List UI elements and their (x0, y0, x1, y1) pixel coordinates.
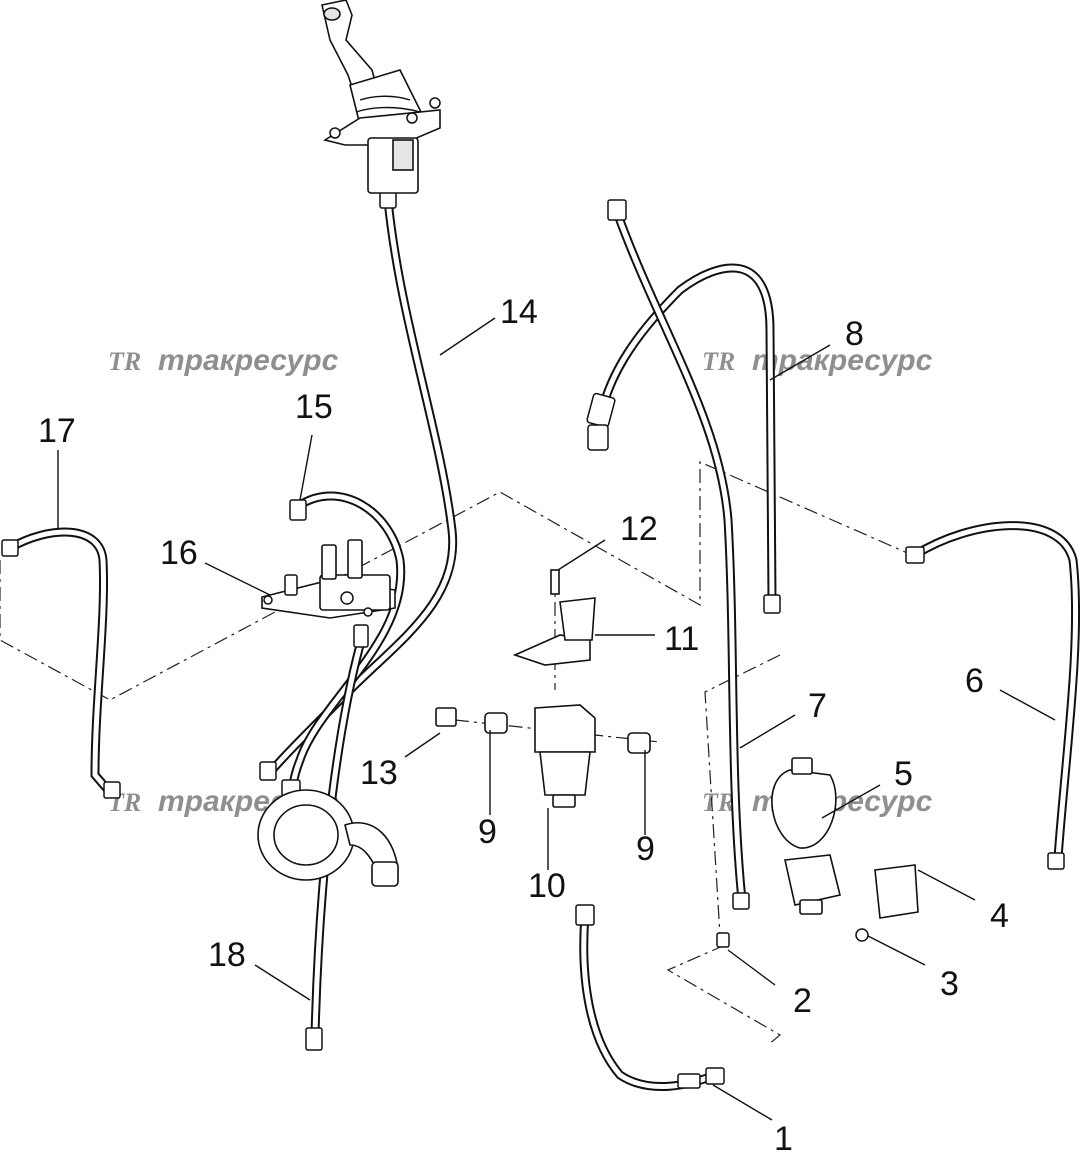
callout-8: 8 (845, 315, 864, 353)
watermark-2: TR тракресурс (702, 344, 933, 377)
hose-7 (613, 210, 747, 905)
joystick-assembly (321, 0, 441, 194)
callout-6: 6 (965, 662, 984, 700)
hose-14 (263, 195, 458, 780)
callout-2: 2 (793, 982, 812, 1020)
callout-4: 4 (990, 897, 1009, 935)
callouts: 1 2 3 4 5 6 7 8 9 9 10 11 12 13 14 15 16… (38, 293, 1009, 1158)
callout-18: 18 (208, 936, 246, 974)
watermark-logo: TR (108, 347, 141, 376)
callout-1: 1 (774, 1120, 793, 1158)
hose-8 (593, 263, 777, 605)
hose-17 (5, 527, 113, 795)
watermark-text: тракресурс (752, 344, 933, 377)
callout-9-left: 9 (478, 813, 497, 851)
hose-fittings (1, 189, 1065, 1089)
callout-9-right: 9 (636, 830, 655, 868)
valve-block (261, 539, 396, 619)
hose-1 (579, 910, 720, 1091)
watermark-text: тракресурс (158, 344, 339, 377)
callout-17: 17 (38, 412, 76, 450)
callout-5: 5 (894, 755, 913, 793)
watermark-logo: TR (702, 788, 735, 817)
callout-7: 7 (808, 687, 827, 725)
filter-assembly (435, 569, 651, 808)
callout-12: 12 (620, 510, 658, 548)
flange-ring (257, 789, 399, 887)
accumulator-assembly (716, 757, 919, 948)
callout-14: 14 (500, 293, 538, 331)
callout-10: 10 (528, 867, 566, 905)
callout-11: 11 (664, 620, 699, 658)
callout-13: 13 (360, 754, 398, 792)
callout-3: 3 (940, 965, 959, 1003)
hose-15 (285, 491, 406, 795)
callout-15: 15 (295, 388, 333, 426)
watermark-logo: TR (702, 347, 735, 376)
hose-6 (910, 521, 1080, 863)
callout-16: 16 (160, 534, 198, 572)
leader-lines (57, 317, 1056, 1121)
watermark-1: TR тракресурс (108, 344, 339, 377)
